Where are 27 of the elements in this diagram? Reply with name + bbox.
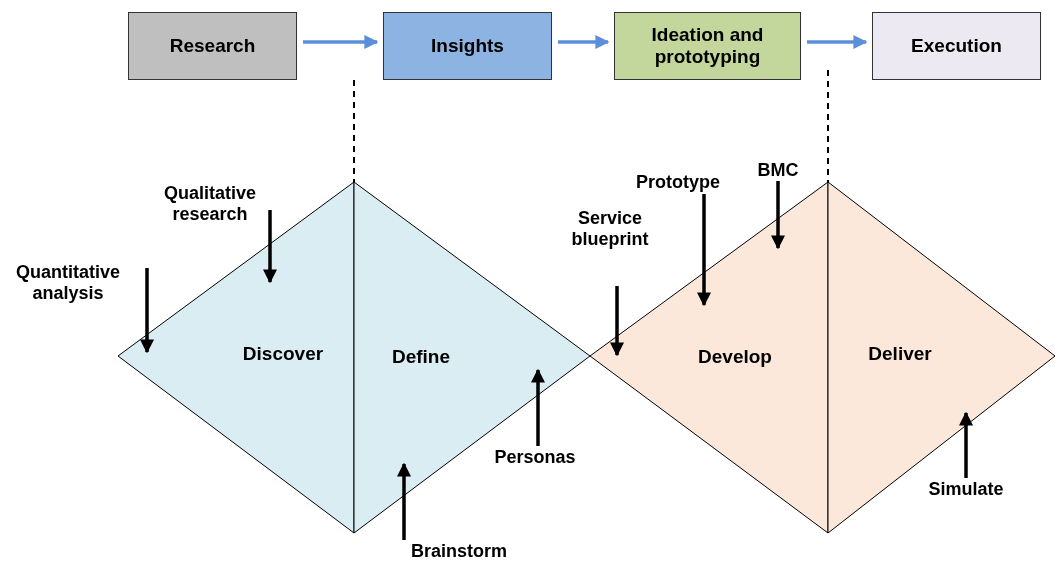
- arrow: [140, 268, 154, 354]
- method-label: Qualitative research: [148, 183, 272, 225]
- method-label: Brainstorm: [396, 541, 522, 562]
- arrow: [263, 210, 277, 284]
- phase-label: Develop: [698, 346, 772, 368]
- method-label: Quantitative analysis: [6, 262, 130, 304]
- arrow: [959, 411, 973, 478]
- method-label: Personas: [480, 447, 590, 468]
- stage-box: Research: [128, 12, 297, 80]
- method-label: BMC: [750, 160, 806, 181]
- arrow: [697, 194, 711, 307]
- arrow: [397, 462, 411, 540]
- stage-box: Insights: [383, 12, 552, 80]
- arrow: [531, 368, 545, 446]
- arrow: [807, 35, 868, 49]
- phase-label: Define: [391, 346, 451, 368]
- stage-box: Execution: [872, 12, 1041, 80]
- arrow: [610, 286, 624, 357]
- arrow: [771, 181, 785, 250]
- method-label: Prototype: [622, 172, 734, 193]
- phase-label: Deliver: [868, 343, 932, 365]
- arrow: [303, 35, 379, 49]
- method-label: Simulate: [914, 479, 1018, 500]
- arrow: [558, 35, 610, 49]
- phase-label: Discover: [242, 343, 324, 365]
- stage-box: Ideation and prototyping: [614, 12, 801, 80]
- method-label: Service blueprint: [556, 208, 664, 250]
